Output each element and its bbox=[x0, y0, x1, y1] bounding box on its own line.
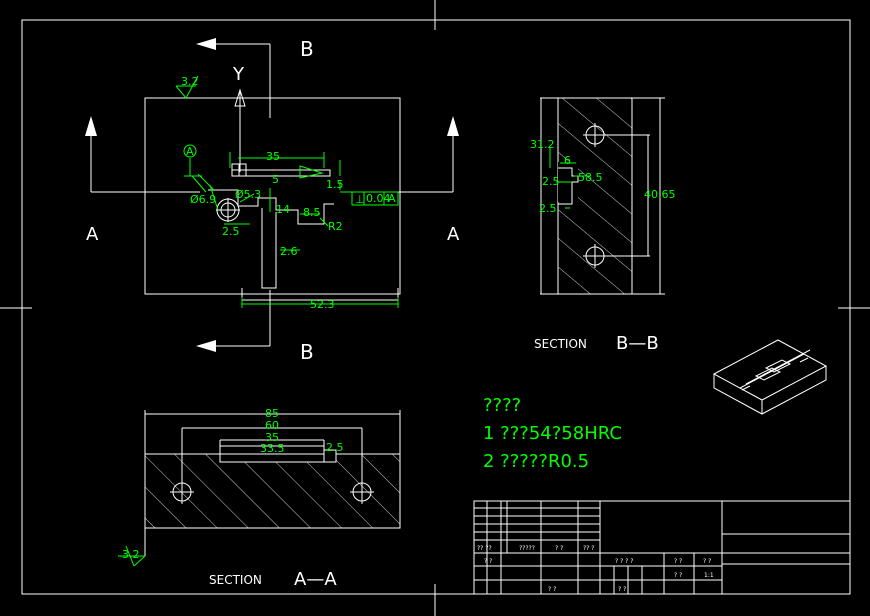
dim-b-2-5a: 2.5 bbox=[542, 175, 560, 188]
dim-14: 14 bbox=[276, 203, 290, 216]
dim-2-5-left: 2.5 bbox=[222, 225, 240, 238]
dim-b-58-5: 58.5 bbox=[578, 171, 603, 184]
tol-symbol: ⊥ bbox=[355, 193, 365, 206]
tol-value: 0.04 bbox=[366, 192, 391, 205]
dim-a-60: 60 bbox=[265, 419, 279, 432]
notes-heading: ???? bbox=[483, 395, 521, 416]
dim-1-5: 1.5 bbox=[326, 178, 344, 191]
dim-dia-6-9: Ø6.9 bbox=[190, 193, 216, 206]
title-block-text: ?? ?? ????? ? ? ?? ? ? ? ? ? ? ? ? ? ? ?… bbox=[477, 545, 714, 593]
tb-cell-4: ?? ? bbox=[583, 545, 594, 552]
section-a-label-left: A bbox=[86, 224, 99, 245]
dim-r2: R2 bbox=[328, 220, 343, 233]
section-aa-title: SECTION bbox=[209, 573, 262, 587]
dim-5: 5 bbox=[272, 173, 279, 186]
section-bb-name: B—B bbox=[616, 333, 659, 354]
labels: B B A A Y SECTION B—B SECTION A—A bbox=[86, 37, 659, 590]
tb-cell-10: 1:1 bbox=[704, 572, 714, 579]
technical-notes: ???? 1 ???54?58HRC 2 ?????R0.5 bbox=[483, 395, 622, 472]
dim-b-2-5b: 2.5 bbox=[539, 202, 557, 215]
dimension-labels: 3.2 3.2 A 35 1.5 Ø6.9 Ø5.3 5 14 8.5 2.5 … bbox=[122, 75, 676, 561]
dim-52-3: 52.3 bbox=[310, 298, 335, 311]
section-aa-dimensions bbox=[118, 545, 146, 567]
tb-cell-12: ? ? bbox=[618, 586, 626, 593]
dim-8-5: 8.5 bbox=[303, 206, 321, 219]
dim-b-31-2: 31.2 bbox=[530, 138, 555, 151]
dim-2-6: 2.6 bbox=[280, 245, 298, 258]
title-block bbox=[473, 500, 851, 595]
isometric-part bbox=[712, 339, 828, 415]
dim-a-85: 85 bbox=[265, 407, 279, 420]
tb-cell-2: ????? bbox=[519, 545, 535, 552]
dim-b-40-65: 40.65 bbox=[644, 188, 676, 201]
tb-cell-7: ? ? bbox=[674, 558, 682, 565]
section-bb-view bbox=[540, 97, 665, 295]
notes-line-1: 1 ???54?58HRC bbox=[483, 423, 622, 444]
tb-cell-6: ? ? ? ? bbox=[615, 558, 633, 565]
roughness-bottom: 3.2 bbox=[122, 548, 140, 561]
roughness-top: 3.2 bbox=[181, 75, 199, 88]
dim-35-top: 35 bbox=[266, 150, 280, 163]
tb-cell-9: ? ? bbox=[674, 572, 682, 579]
tb-cell-8: ? ? bbox=[703, 558, 711, 565]
dim-a-33-5: 33.5 bbox=[260, 442, 285, 455]
tb-cell-11: ? ? bbox=[548, 586, 556, 593]
datum-label: A bbox=[186, 145, 194, 158]
section-a-label-right: A bbox=[447, 224, 460, 245]
section-b-label-top: B bbox=[300, 37, 314, 61]
y-axis-label: Y bbox=[232, 64, 245, 85]
notes-line-2: 2 ?????R0.5 bbox=[483, 451, 589, 472]
tb-cell-1: ?? ?? bbox=[477, 545, 492, 552]
dim-a-35: 35 bbox=[265, 431, 279, 444]
section-aa-name: A—A bbox=[294, 569, 337, 590]
dim-b-6: 6 bbox=[564, 154, 571, 167]
dim-dia-5-3: Ø5.3 bbox=[235, 188, 261, 201]
tb-cell-5: ? ? bbox=[484, 558, 492, 565]
dim-a-2-5: 2.5 bbox=[326, 441, 344, 454]
plan-dimensions bbox=[175, 75, 399, 308]
tb-cell-3: ? ? bbox=[555, 545, 563, 552]
section-b-label-bottom: B bbox=[300, 340, 314, 364]
tol-datum: A bbox=[388, 192, 396, 205]
section-bb-dimensions bbox=[549, 148, 590, 209]
section-bb-title: SECTION bbox=[534, 337, 587, 351]
section-aa-view bbox=[144, 410, 401, 556]
plan-view bbox=[85, 38, 459, 352]
